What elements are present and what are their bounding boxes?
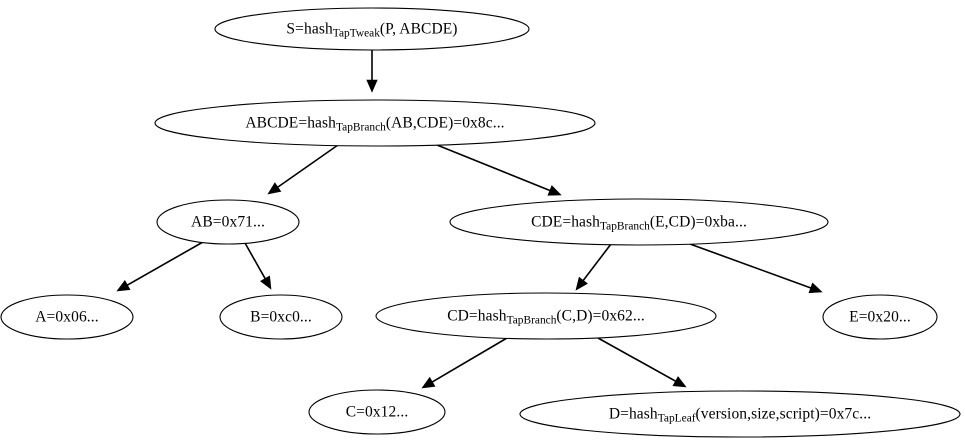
edge-line (689, 243, 813, 290)
tree-node-ab[interactable] (156, 199, 300, 245)
edge-arrowhead (672, 376, 687, 388)
tree-edge (366, 50, 378, 93)
tree-edge (421, 337, 508, 389)
tree-node-d[interactable] (519, 390, 961, 438)
tree-node-a[interactable] (0, 294, 134, 340)
edge-line (597, 337, 678, 383)
tree-edge (575, 243, 612, 291)
edge-line (430, 337, 508, 384)
edge-line (125, 241, 204, 287)
tree-node-b[interactable] (219, 294, 343, 340)
tree-node-s[interactable] (214, 7, 530, 51)
edge-line (581, 243, 612, 283)
tree-node-e[interactable] (822, 294, 938, 340)
edge-arrowhead (260, 275, 272, 290)
edge-arrowhead (267, 182, 282, 195)
edge-arrowhead (808, 282, 823, 294)
tree-edge (597, 337, 687, 388)
edges-layer (116, 50, 823, 389)
tree-node-cde[interactable] (449, 198, 829, 246)
tree-edge (689, 243, 823, 294)
tree-node-abcde[interactable] (154, 99, 596, 147)
nodes-layer (0, 7, 961, 438)
tree-edge (267, 144, 339, 195)
edge-arrowhead (547, 185, 562, 196)
tree-node-c[interactable] (308, 389, 446, 435)
edge-arrowhead (421, 376, 436, 389)
edge-line (275, 144, 339, 189)
tree-edge (436, 144, 562, 196)
edge-line (244, 242, 267, 281)
tree-edge (116, 241, 204, 292)
tree-node-cd[interactable] (375, 292, 717, 340)
tree-edge (244, 242, 272, 290)
edge-arrowhead (116, 279, 131, 292)
edge-arrowhead (575, 276, 588, 291)
edge-arrowhead (366, 79, 378, 93)
edge-line (436, 144, 553, 193)
